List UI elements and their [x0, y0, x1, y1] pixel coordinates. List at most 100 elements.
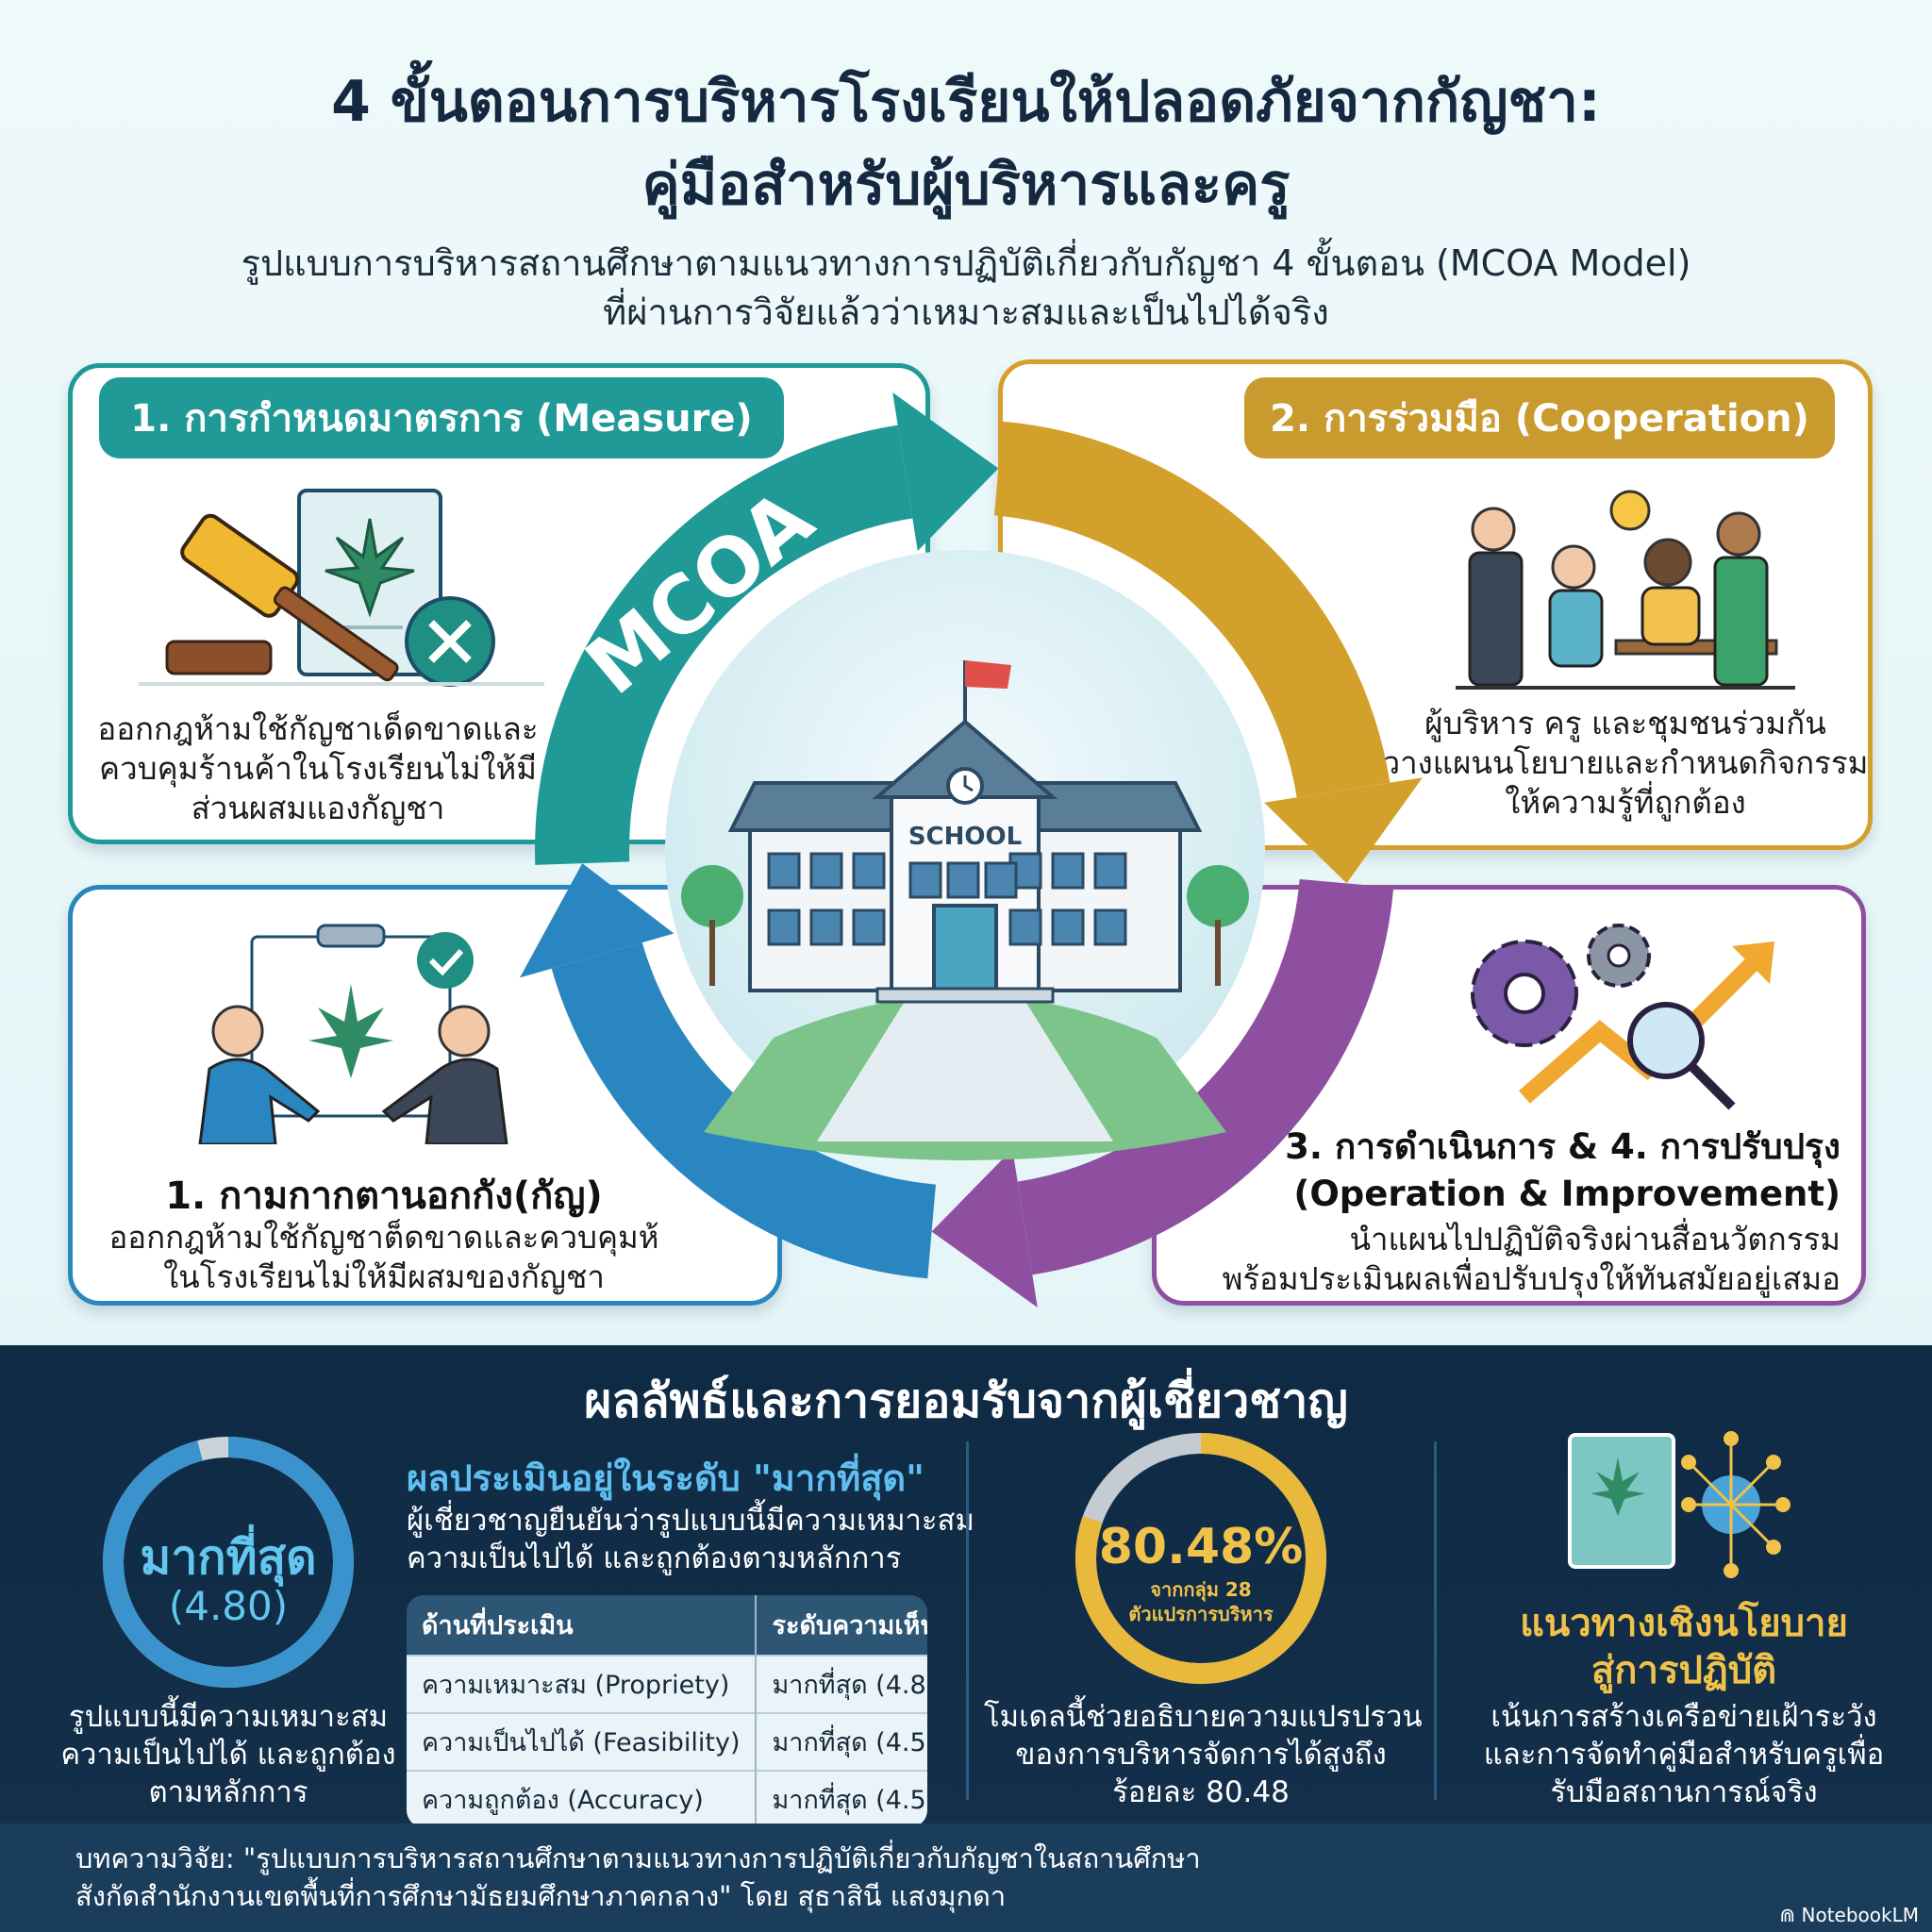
citation: บทความวิจัย: "รูปแบบการบริหารสถานศึกษาตา… [75, 1840, 1201, 1915]
overall-score-value: (4.80) [168, 1583, 289, 1629]
evaluation-heading: ผลประเมินอยู่ในระดับ "มากที่สุด" [407, 1457, 924, 1499]
window-icon [908, 861, 942, 899]
handshake-icon [198, 924, 508, 1144]
subtitle-line1: รูปแบบการบริหารสถานศึกษาตามแนวทางการปฏิบ… [241, 242, 1691, 284]
cooperation-desc-line: วางแผนนโยบายและกำหนดกิจกรรม [1382, 744, 1869, 781]
school-building-icon: SCHOOL [681, 660, 1249, 1160]
subtitle-line2: ที่ผ่านการวิจัยแล้วว่าเหมาะสมและเป็นไปได… [603, 291, 1329, 333]
overall-desc-line: รูปแบบนี้มีความเหมาะสม [68, 1700, 389, 1734]
window-icon [1093, 852, 1127, 890]
operation-desc-line: นำแผนไปปฏิบัติจริงผ่านสื่อนวัตกรรม [1349, 1221, 1840, 1257]
notebooklm-logo-icon: ⋒ [1779, 1904, 1802, 1926]
citation-line: บทความวิจัย: "รูปแบบการบริหารสถานศึกษาตา… [75, 1842, 1201, 1874]
table-cell: มากที่สุด (4.80) [755, 1655, 927, 1713]
measure-desc-line: ส่วนผสมแองกัญชา [191, 790, 445, 826]
variance-caption-line: ตัวแปรการบริหาร [1128, 1603, 1274, 1625]
measure-arc [535, 425, 913, 865]
variance-description: โมเดลนี้ช่วยอธิบายความแปรปรวน ของการบริห… [984, 1698, 1423, 1811]
brand-label: NotebookLM [1801, 1904, 1920, 1926]
variance-desc-line: ของการบริหารจัดการได้สูงถึง [1015, 1738, 1387, 1772]
window-icon [1093, 908, 1127, 946]
team-meeting-icon [1456, 490, 1795, 690]
policy-heading-line: แนวทางเชิงนโยบาย [1520, 1602, 1848, 1645]
window-icon [767, 908, 801, 946]
cooperation-arc [993, 421, 1391, 798]
window-icon [1051, 908, 1085, 946]
table-cell: มากที่สุด (4.54) [755, 1712, 927, 1771]
cooperation-desc-line: ผู้บริหาร ครู และชุมชนร่วมกัน [1424, 705, 1826, 741]
improvement-arrowhead-icon [520, 863, 675, 978]
overall-desc-line: ความเป็นไปได้ และถูกต้อง [60, 1738, 396, 1772]
policy-desc-line: รับมือสถานการณ์จริง [1550, 1775, 1818, 1809]
measure-arrowhead-icon [892, 392, 999, 551]
notebooklm-brand: ⋒ NotebookLM [1779, 1904, 1919, 1926]
table-cell: ความเหมาะสม (Propriety) [407, 1655, 757, 1713]
divider [966, 1441, 969, 1800]
gears-growth-icon [1471, 924, 1774, 1110]
policy-desc-line: และการจัดทำคู่มือสำหรับครูเพื่อ [1483, 1738, 1885, 1772]
variance-caption: จากกลุ่ม 28 ตัวแปรการบริหาร [1067, 1577, 1335, 1626]
window-icon [1008, 908, 1042, 946]
measure-title: 1. การกำหนดมาตรการ (Measure) [99, 377, 784, 458]
policy-heading-line: สู่การปฏิบัติ [1591, 1649, 1777, 1692]
agreement-desc-line: ในโรงเรียนไม่ให้มีผสมของกัญชา [163, 1258, 605, 1295]
table-row: ความเป็นไปได้ (Feasibility)มากที่สุด (4.… [407, 1712, 927, 1771]
table-cell: ความถูกต้อง (Accuracy) [407, 1770, 757, 1827]
operation-title-line: 3. การดำเนินการ & 4. การปรับปรุง [1285, 1126, 1840, 1167]
variance-desc-line: ร้อยละ 80.48 [1112, 1775, 1290, 1809]
window-icon [1051, 852, 1085, 890]
variance-value: 80.48% [1098, 1519, 1304, 1575]
measure-description: ออกกฎห้ามใช้กัญชาเด็ดขาดและ ควบคุมร้านค้… [73, 709, 563, 828]
citation-line: สังกัดสำนักงานเขตพื้นที่การศึกษามัธยมศึก… [75, 1880, 1007, 1912]
evaluation-description: ผู้เชี่ยวชาญยืนยันว่ารูปแบบนี้มีความเหมา… [407, 1502, 974, 1577]
window-icon [946, 861, 980, 899]
window-icon [984, 861, 1018, 899]
table-cell: มากที่สุด (4.57) [755, 1770, 927, 1827]
operation-arc [1017, 878, 1394, 1275]
window-icon [809, 908, 843, 946]
window-icon [852, 908, 886, 946]
operation-improvement-description: นำแผนไปปฏิบัติจริงผ่านสื่อนวัตกรรม พร้อม… [1223, 1220, 1840, 1299]
window-icon [852, 852, 886, 890]
gavel-law-book-icon [139, 489, 544, 687]
mcoa-cycle-diagram: MCOA SCHOOL [520, 392, 1423, 1307]
policy-heading: แนวทางเชิงนโยบาย สู่การปฏิบัติ [1453, 1600, 1915, 1694]
footer [0, 1824, 1932, 1932]
agreement-desc-line: ออกกฎห้ามใช้กัญชาต็ดขาดและควบคุมห้ [108, 1219, 659, 1256]
card-operation-improvement: 3. การดำเนินการ & 4. การปรับปรุง (Operat… [1152, 885, 1866, 1306]
evaluation-desc-line: ผู้เชี่ยวชาญยืนยันว่ารูปแบบนี้มีความเหมา… [407, 1504, 974, 1538]
table-cell: ความเป็นไปได้ (Feasibility) [407, 1712, 757, 1771]
overall-description: รูปแบบนี้มีความเหมาะสม ความเป็นไปได้ และ… [38, 1698, 419, 1811]
variance-desc-line: โมเดลนี้ช่วยอธิบายความแปรปรวน [984, 1700, 1423, 1734]
window-icon [809, 852, 843, 890]
table-header: ระดับความเห็น [755, 1595, 927, 1656]
overall-score-ring [103, 1437, 354, 1688]
results-heading: ผลลัพธ์และการยอมรับจากผู้เชี่ยวชาญ [584, 1374, 1348, 1428]
window-icon [767, 852, 801, 890]
improvement-arc [551, 941, 937, 1279]
policy-description: เน้นการสร้างเครือข่ายเฝ้าระวัง และการจัด… [1453, 1698, 1915, 1811]
overall-desc-line: ตามหลักการ [148, 1775, 308, 1809]
school-sign: SCHOOL [908, 823, 1022, 851]
table-header: ด้านที่ประเมิน [407, 1595, 757, 1656]
evaluation-desc-line: ความเป็นไปได้ และถูกต้องตามหลักการ [407, 1541, 902, 1575]
evaluation-table: ด้านที่ประเมินระดับความเห็น ความเหมาะสม … [407, 1595, 927, 1827]
cooperation-arrowhead-icon [1264, 777, 1423, 884]
operation-desc-line: พร้อมประเมินผลเพื่อปรับปรุงให้ทันสมัยอยู… [1222, 1260, 1840, 1297]
table-row: ความถูกต้อง (Accuracy)มากที่สุด (4.57) [407, 1770, 927, 1827]
measure-desc-line: ออกกฎห้ามใช้กัญชาเด็ดขาดและ [97, 710, 539, 747]
cooperation-desc-line: ให้ความรู้ที่ถูกต้อง [1505, 784, 1746, 821]
table-header-row: ด้านที่ประเมินระดับความเห็น [407, 1595, 927, 1656]
operation-arrowhead-icon [931, 1149, 1038, 1307]
overall-score-label: มากที่สุด [140, 1530, 317, 1585]
measure-desc-line: ควบคุมร้านค้าในโรงเรียนไม่ให้มี [99, 750, 537, 787]
agreement-description: ออกกฎห้ามใช้กัญชาต็ดขาดและควบคุมห้ ในโรง… [73, 1218, 695, 1297]
operation-improvement-title: 3. การดำเนินการ & 4. การปรับปรุง (Operat… [1285, 1124, 1840, 1218]
handbook-network-icon [1568, 1431, 1790, 1578]
page-title-line1: 4 ขั้นตอนการบริหารโรงเรียนให้ปลอดภัยจากก… [331, 69, 1601, 135]
variance-ring [1075, 1433, 1326, 1684]
cooperation-title: 2. การร่วมมือ (Cooperation) [1244, 377, 1835, 458]
cooperation-description: ผู้บริหาร ครู และชุมชนร่วมกัน วางแผนนโยบ… [1380, 704, 1871, 823]
operation-title-line: (Operation & Improvement) [1293, 1174, 1840, 1214]
divider [1434, 1441, 1437, 1800]
